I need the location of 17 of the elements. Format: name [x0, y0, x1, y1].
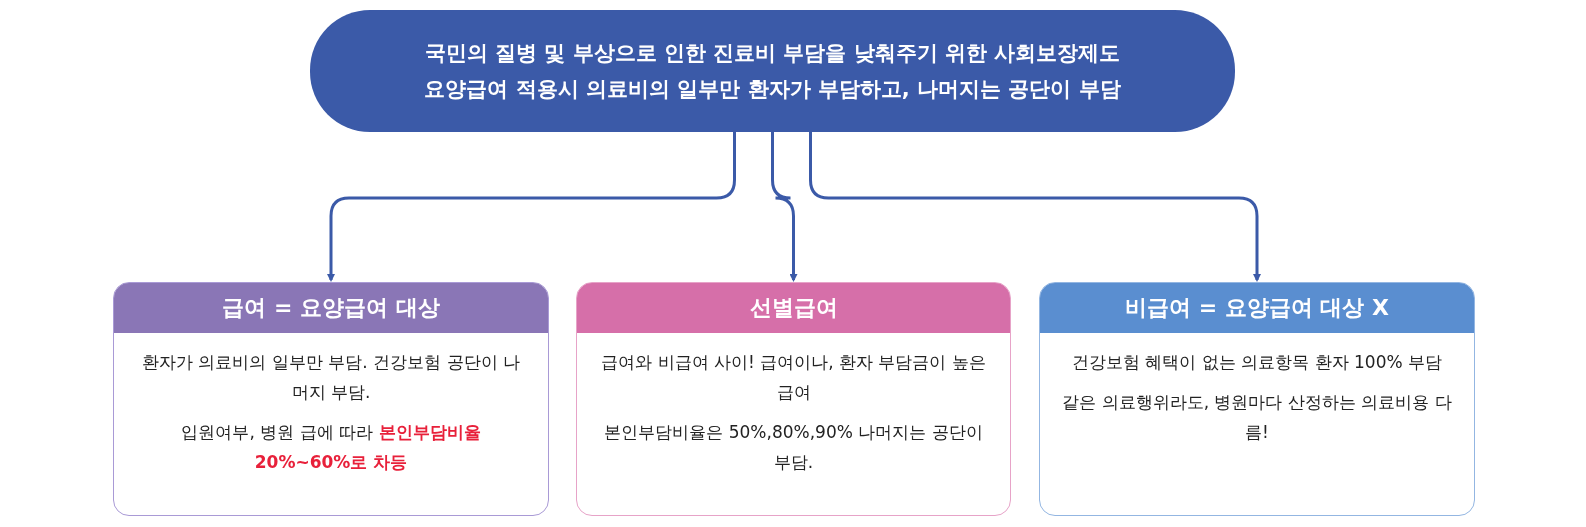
card-text: 급여와 비급여 사이! 급여이나, 환자 부담금이 높은 급여: [600, 351, 987, 404]
arrow: [327, 132, 736, 282]
card-text: 환자가 의료비의 일부만 부담. 건강보험 공단이 나머지 부담.: [141, 351, 521, 404]
category-card: [576, 282, 1011, 516]
card-header: 선별급여: [577, 283, 1010, 333]
category-card: [113, 282, 549, 516]
card-text: 건강보험 혜택이 없는 의료항목 환자 100% 부담: [1071, 351, 1443, 374]
banner-text: 요양급여 적용시 의료비의 일부만 환자가 부담하고, 나머지는 공단이 부담: [424, 76, 1121, 103]
card-header: 급여 = 요양급여 대상: [114, 283, 548, 333]
banner-text: 국민의 질병 및 부상으로 인한 진료비 부담을 낮춰주기 위한 사회보장제도: [424, 40, 1121, 67]
card-text: 입원여부, 병원 급에 따라 본인부담비율 20%~60%로 차등: [180, 421, 482, 474]
card-text: 본인부담비율은 50%,80%,90% 나머지는 공단이 부담.: [603, 421, 984, 474]
category-card: [1039, 282, 1475, 516]
arrow: [809, 132, 1261, 282]
card-text: 같은 의료행위라도, 병원마다 산정하는 의료비용 다름!: [1061, 391, 1453, 444]
arrow: [771, 132, 798, 282]
card-header: 비급여 = 요양급여 대상 X: [1040, 283, 1474, 333]
